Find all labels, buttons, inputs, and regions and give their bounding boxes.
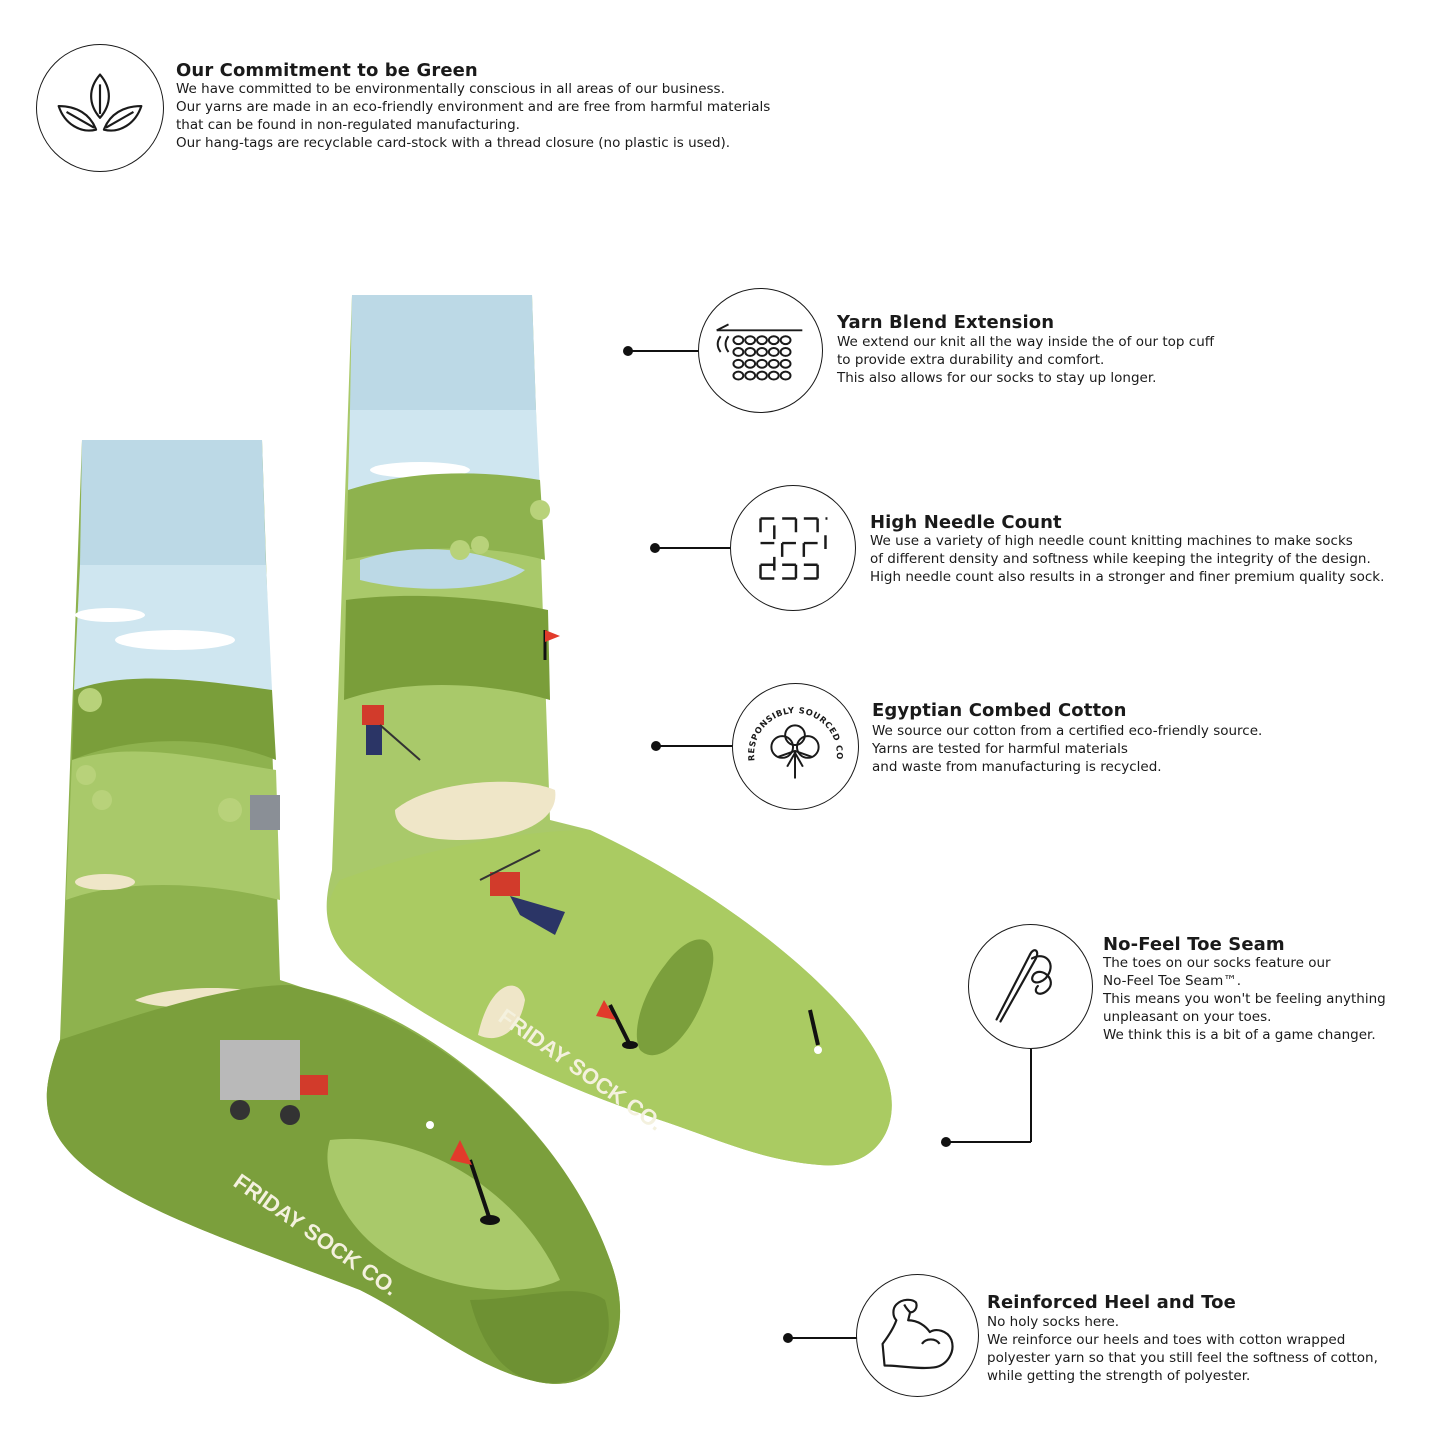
feature-title-cotton: Egyptian Combed Cotton bbox=[872, 700, 1127, 721]
feature-line-needle-2: of different density and softness while … bbox=[870, 551, 1371, 567]
needle-grid-icon bbox=[730, 485, 856, 611]
leader-dot-toe bbox=[941, 1137, 951, 1147]
leader-line-cotton bbox=[656, 745, 736, 747]
feature-line-cotton-1: We source our cotton from a certified ec… bbox=[872, 723, 1263, 739]
green-line-1: We have committed to be environmentally … bbox=[176, 81, 725, 97]
feature-line-heel-2: We reinforce our heels and toes with cot… bbox=[987, 1332, 1346, 1348]
leader-line-yarn bbox=[628, 350, 700, 352]
feature-line-needle-1: We use a variety of high needle count kn… bbox=[870, 533, 1353, 549]
feature-line-heel-3: polyester yarn so that you still feel th… bbox=[987, 1350, 1378, 1366]
leader-line-toe-horizontal bbox=[946, 1141, 1031, 1143]
feature-title-yarn: Yarn Blend Extension bbox=[837, 312, 1055, 333]
feature-line-needle-3: High needle count also results in a stro… bbox=[870, 569, 1385, 585]
feature-line-yarn-1: We extend our knit all the way inside th… bbox=[837, 334, 1215, 350]
leader-line-toe-vertical bbox=[1030, 1049, 1032, 1142]
leaves-icon bbox=[36, 44, 164, 172]
golf-socks-illustration: FRIDAY SOCK CO. bbox=[46, 295, 892, 1384]
feature-line-cotton-2: Yarns are tested for harmful materials bbox=[872, 741, 1128, 757]
feature-title-toe: No-Feel Toe Seam bbox=[1103, 934, 1285, 955]
knit-stitch-icon bbox=[698, 288, 823, 413]
green-line-2: Our yarns are made in an eco-friendly en… bbox=[176, 99, 771, 115]
feature-line-heel-4: while getting the strength of polyester. bbox=[987, 1368, 1251, 1384]
green-commitment: Our Commitment to be Green We have commi… bbox=[0, 0, 1445, 180]
cotton-badge-text: RESPONSIBLY SOURCED COTTON bbox=[733, 684, 845, 761]
feature-line-toe-4: unpleasant on your toes. bbox=[1103, 1009, 1272, 1025]
feature-line-yarn-2: to provide extra durability and comfort. bbox=[837, 352, 1105, 368]
feature-title-heel: Reinforced Heel and Toe bbox=[987, 1292, 1236, 1313]
needle-thread-icon bbox=[968, 924, 1093, 1049]
feature-title-needle: High Needle Count bbox=[870, 512, 1062, 533]
cotton-flower-icon: RESPONSIBLY SOURCED COTTON bbox=[732, 683, 859, 810]
green-commitment-title: Our Commitment to be Green bbox=[176, 60, 478, 81]
feature-line-heel-1: No holy socks here. bbox=[987, 1314, 1120, 1330]
feature-line-toe-1: The toes on our socks feature our bbox=[1103, 955, 1331, 971]
feature-line-yarn-3: This also allows for our socks to stay u… bbox=[837, 370, 1157, 386]
leader-line-heel bbox=[788, 1337, 858, 1339]
feature-line-cotton-3: and waste from manufacturing is recycled… bbox=[872, 759, 1162, 775]
left-sock: FRIDAY SOCK CO. bbox=[46, 440, 621, 1384]
feature-line-toe-5: We think this is a bit of a game changer… bbox=[1103, 1027, 1376, 1043]
leader-line-needle bbox=[655, 547, 733, 549]
feature-line-toe-3: This means you won't be feeling anything bbox=[1103, 991, 1386, 1007]
feature-line-toe-2: No-Feel Toe Seam™. bbox=[1103, 973, 1242, 989]
green-line-3: that can be found in non-regulated manuf… bbox=[176, 117, 520, 133]
flexed-arm-icon bbox=[856, 1274, 979, 1397]
green-line-4: Our hang-tags are recyclable card-stock … bbox=[176, 135, 731, 151]
